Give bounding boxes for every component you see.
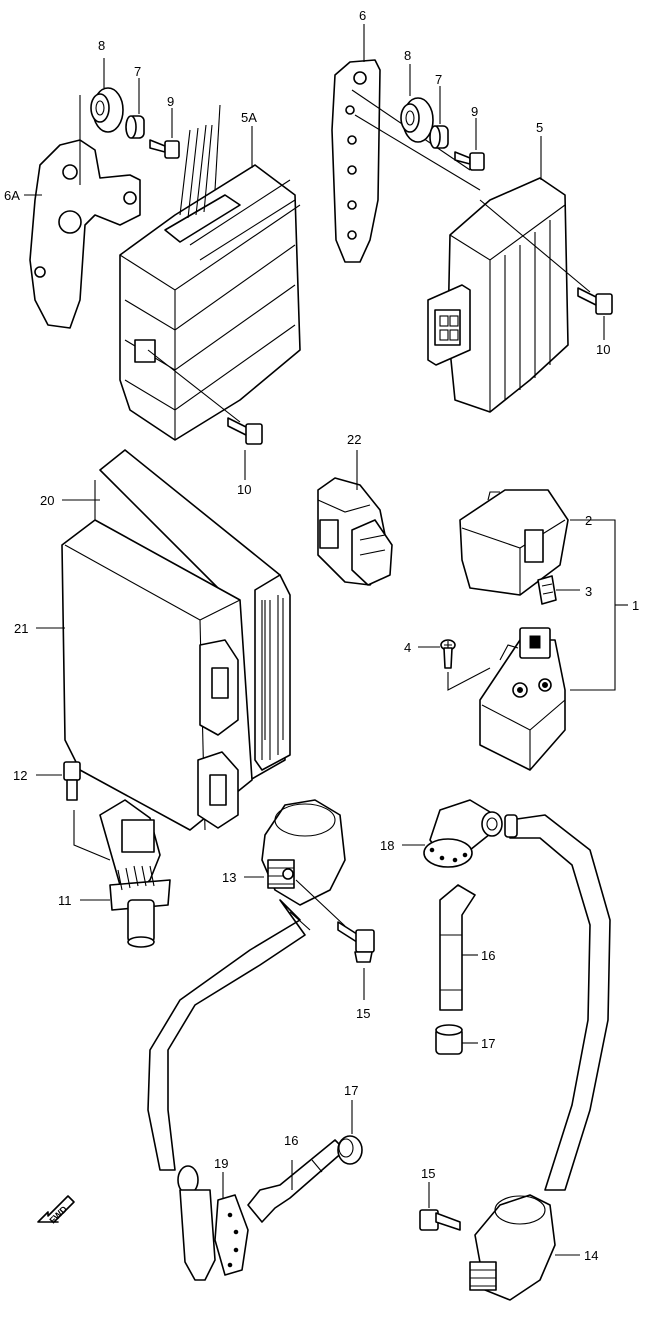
label-7-left: 7: [134, 64, 141, 79]
label-6: 6: [359, 8, 366, 23]
label-5a: 5A: [241, 110, 257, 125]
bolt-9-left: [149, 139, 180, 159]
label-9-left: 9: [167, 94, 174, 109]
lead-16-right: [439, 884, 478, 1011]
label-7-right: 7: [435, 72, 442, 87]
regulator-5a: [119, 104, 301, 441]
regulator-5: [427, 177, 591, 413]
sensor-11: [80, 799, 171, 948]
label-15-right: 15: [421, 1166, 435, 1181]
label-18: 18: [380, 838, 394, 853]
label-16-left: 16: [284, 1133, 298, 1148]
label-1: 1: [632, 598, 639, 613]
label-6a: 6A: [4, 188, 20, 203]
cap-17-right: [435, 1024, 478, 1055]
lead-16-left: [247, 1139, 346, 1223]
collar-8-left: [90, 87, 124, 133]
cushion-7-right: [429, 125, 449, 149]
screw-4: [418, 639, 491, 691]
label-8-right: 8: [404, 48, 411, 63]
bolt-9-right: [454, 151, 485, 171]
label-leaders: [24, 24, 542, 629]
bracket-6a: [29, 95, 141, 329]
plug-cap-18: [402, 799, 503, 868]
bolt-10-right: [577, 287, 613, 340]
relay-cover-2: [459, 489, 569, 596]
label-19: 19: [214, 1156, 228, 1171]
cap-17-left: [337, 1100, 363, 1165]
label-14: 14: [584, 1248, 598, 1263]
label-3: 3: [585, 584, 592, 599]
connector-22: [317, 450, 393, 586]
label-20: 20: [40, 493, 54, 508]
label-2: 2: [585, 513, 592, 528]
ignition-coil-14: [469, 1194, 580, 1301]
label-17-right: 17: [481, 1036, 495, 1051]
bolt-10-left: [147, 349, 263, 480]
label-13: 13: [222, 870, 236, 885]
label-12: 12: [13, 768, 27, 783]
fwd-arrow-icon: [37, 1195, 75, 1223]
label-22: 22: [347, 432, 361, 447]
relay-base-1: [479, 627, 566, 771]
part-labels: 8 7 9 5A 6A 6 8 7 9 5 10 10 22 20 2 3 1 …: [4, 8, 639, 1263]
label-17-left: 17: [344, 1083, 358, 1098]
fuse-3: [537, 575, 580, 605]
label-16-right: 16: [481, 948, 495, 963]
bracket-leader-1: [570, 519, 628, 691]
label-10-left: 10: [237, 482, 251, 497]
label-21: 21: [14, 621, 28, 636]
bolt-12: [36, 761, 111, 861]
label-15-left: 15: [356, 1006, 370, 1021]
lead-right: [504, 814, 611, 1191]
label-5: 5: [536, 120, 543, 135]
label-9-right: 9: [471, 104, 478, 119]
label-10-right: 10: [596, 342, 610, 357]
ignition-coil-13: [147, 799, 346, 1171]
ecm-unit: [61, 449, 291, 831]
label-11: 11: [58, 893, 72, 908]
collar-8-right: [400, 97, 434, 143]
cushion-7-left: [125, 115, 145, 139]
plug-cap-19: [177, 1165, 249, 1281]
label-8-left: 8: [98, 38, 105, 53]
label-4: 4: [404, 640, 411, 655]
bolt-15-right: [419, 1182, 461, 1231]
bolt-15-left: [295, 879, 375, 1000]
